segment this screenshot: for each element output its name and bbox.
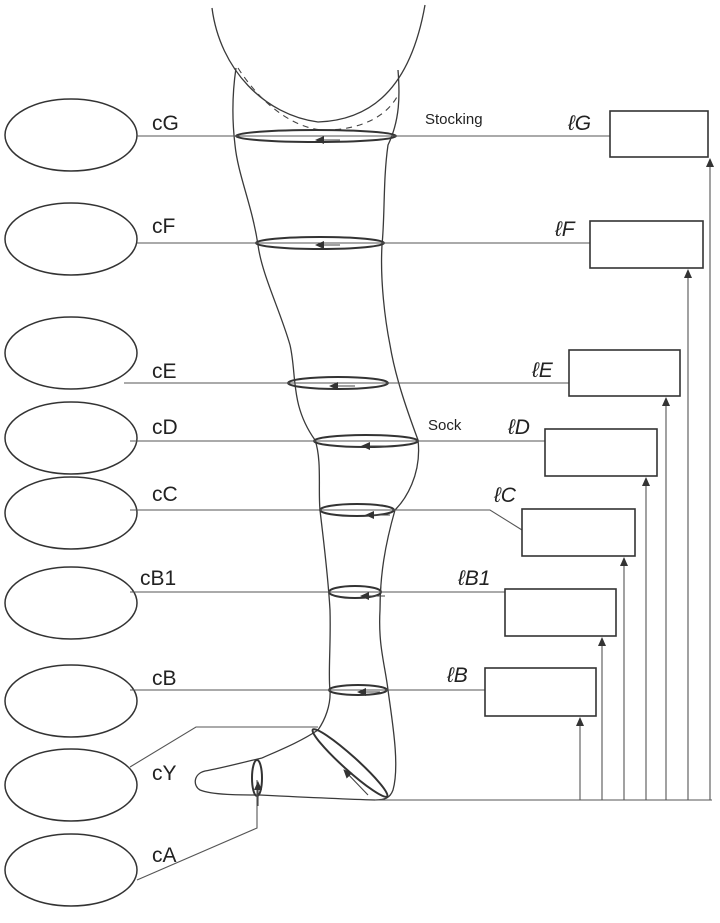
oval-cb (4, 664, 138, 738)
label-ld: ℓD (507, 416, 530, 439)
leader-a (136, 780, 258, 881)
box-lg (609, 110, 709, 158)
oval-ce (4, 316, 138, 390)
box-lf (589, 220, 704, 269)
leader-c (130, 509, 523, 531)
label-lb: ℓB (446, 664, 468, 687)
label-le: ℓE (531, 359, 554, 382)
label-lb1: ℓB1 (457, 567, 490, 590)
oval-cb1 (4, 566, 138, 640)
label-cb: cB (152, 667, 177, 690)
label-sock: Sock (428, 417, 462, 434)
label-cy: cY (152, 762, 177, 785)
box-le (568, 349, 681, 397)
label-ca: cA (152, 844, 177, 867)
box-lc (521, 508, 636, 557)
label-cc: cC (152, 483, 178, 506)
label-ce: cE (152, 360, 177, 383)
leg-outline-left (232, 67, 331, 759)
label-cd: cD (152, 416, 178, 439)
oval-cd (4, 401, 138, 475)
label-cg: cG (152, 112, 179, 135)
oval-cg (4, 98, 138, 172)
leg-outline-right (374, 69, 420, 801)
oval-ca (4, 833, 138, 907)
box-ld (544, 428, 658, 477)
label-lc: ℓC (493, 484, 517, 507)
oval-cy (4, 748, 138, 822)
oval-cf (4, 202, 138, 276)
box-lb1 (504, 588, 617, 637)
thigh-outline (211, 4, 426, 123)
leader-y (129, 726, 318, 768)
label-cf: cF (152, 215, 175, 238)
label-lf: ℓF (554, 218, 576, 241)
ring-y (311, 728, 389, 798)
box-lb (484, 667, 597, 717)
label-lg: ℓG (567, 112, 591, 135)
foot-outline (194, 757, 376, 801)
label-cb1: cB1 (140, 567, 176, 590)
oval-cc (4, 476, 138, 550)
label-stocking: Stocking (425, 111, 483, 128)
arrow-y (343, 769, 369, 796)
